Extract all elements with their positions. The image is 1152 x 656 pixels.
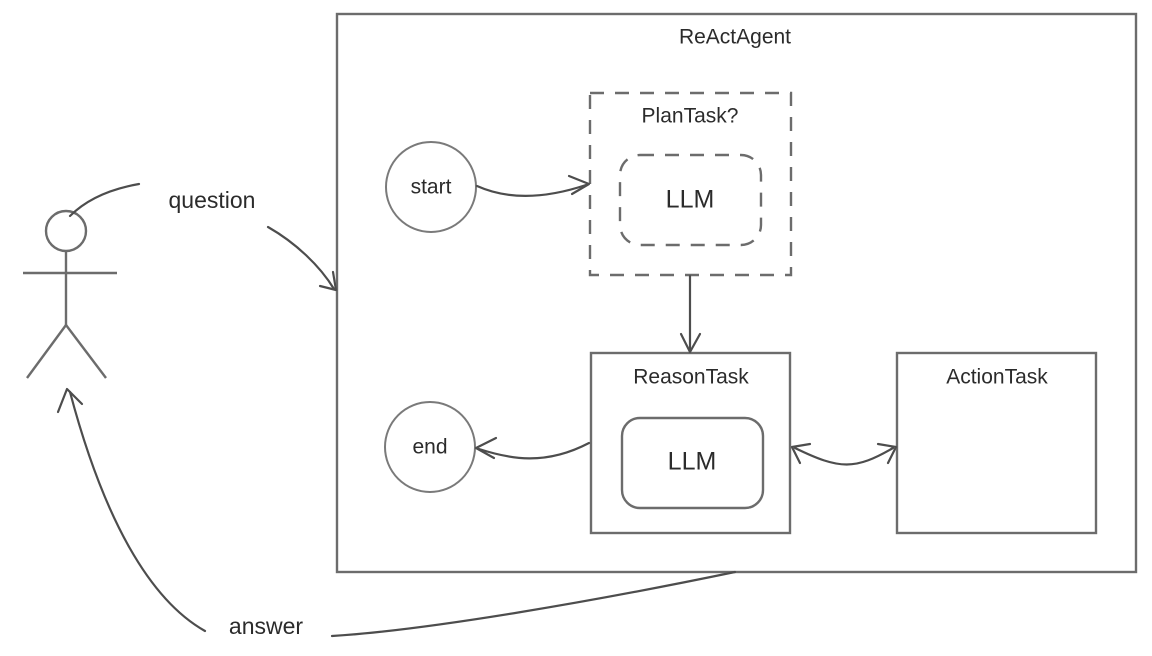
plantask-to-reasontask-arrowhead-icon [679, 332, 702, 354]
reasontask-actiontask-right-arrowhead-icon [876, 442, 898, 465]
reasontask-to-end-arrowhead-icon [474, 436, 498, 460]
reactagent-title: ReActAgent [679, 26, 791, 49]
actiontask-label: ActionTask [946, 366, 1048, 389]
question-edge-right-segment [266, 225, 336, 291]
answer-edge-right-segment [330, 570, 737, 638]
edge-reasontask-actiontask[interactable] [790, 442, 898, 466]
question-arrowhead-icon [318, 270, 338, 292]
actiontask-box[interactable] [895, 351, 1098, 535]
reasontask-actiontask-line [793, 446, 895, 466]
answer-edge-left-segment [68, 390, 207, 633]
end-node-label: end [412, 436, 447, 459]
answer-arrowhead-icon [56, 387, 84, 414]
plantask-label: PlanTask? [642, 105, 739, 128]
reasontask-llm-box[interactable] [620, 416, 765, 510]
reasontask-box[interactable] [589, 351, 792, 535]
edge-question[interactable] [68, 182, 338, 292]
question-edge-label: question [169, 187, 256, 213]
reasontask-label: ReasonTask [633, 366, 749, 389]
edge-start-to-plantask[interactable] [475, 174, 591, 197]
user-stick-figure[interactable] [23, 209, 117, 379]
reasontask-to-end-line [477, 441, 591, 460]
start-node[interactable] [385, 141, 477, 233]
question-edge-left-segment [68, 182, 141, 218]
start-to-plantask-arrowhead-icon [567, 174, 591, 196]
plantask-llm-label: LLM [666, 186, 715, 214]
edge-plantask-to-reasontask[interactable] [679, 274, 702, 354]
reasontask-llm-label: LLM [668, 448, 717, 476]
reasontask-actiontask-left-arrowhead-icon [790, 442, 812, 465]
plantask-llm-box[interactable] [618, 153, 763, 247]
reactagent-container[interactable] [335, 12, 1138, 574]
answer-edge-label: answer [229, 613, 303, 639]
edge-reasontask-to-end[interactable] [474, 436, 591, 460]
edge-answer[interactable] [56, 387, 737, 638]
end-node[interactable] [384, 401, 476, 493]
start-to-plantask-line [475, 183, 588, 197]
actor-left-leg-line [26, 324, 67, 379]
actor-right-leg-line [65, 324, 107, 379]
actor-head-icon [44, 209, 88, 253]
start-node-label: start [411, 176, 452, 199]
